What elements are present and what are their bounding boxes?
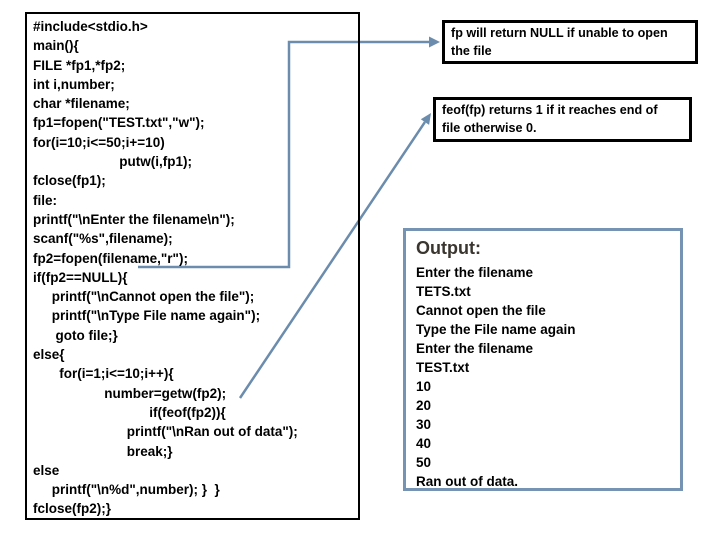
callout-feof: feof(fp) returns 1 if it reaches end of …: [433, 97, 692, 142]
output-panel: Output: Enter the filename TETS.txt Cann…: [403, 228, 683, 491]
connector-arrowhead-upright-icon: [420, 113, 431, 125]
connector-arrowhead-right-icon: [429, 36, 440, 48]
output-title: Output:: [416, 238, 481, 258]
callout-fp-null-text: fp will return NULL if unable to open th…: [451, 26, 668, 58]
code-text: #include<stdio.h> main(){ FILE *fp1,*fp2…: [33, 19, 298, 517]
callout-fp-null: fp will return NULL if unable to open th…: [442, 20, 698, 64]
output-text: Enter the filename TETS.txt Cannot open …: [416, 265, 576, 489]
code-panel: #include<stdio.h> main(){ FILE *fp1,*fp2…: [25, 12, 360, 520]
callout-feof-text: feof(fp) returns 1 if it reaches end of …: [442, 103, 658, 135]
